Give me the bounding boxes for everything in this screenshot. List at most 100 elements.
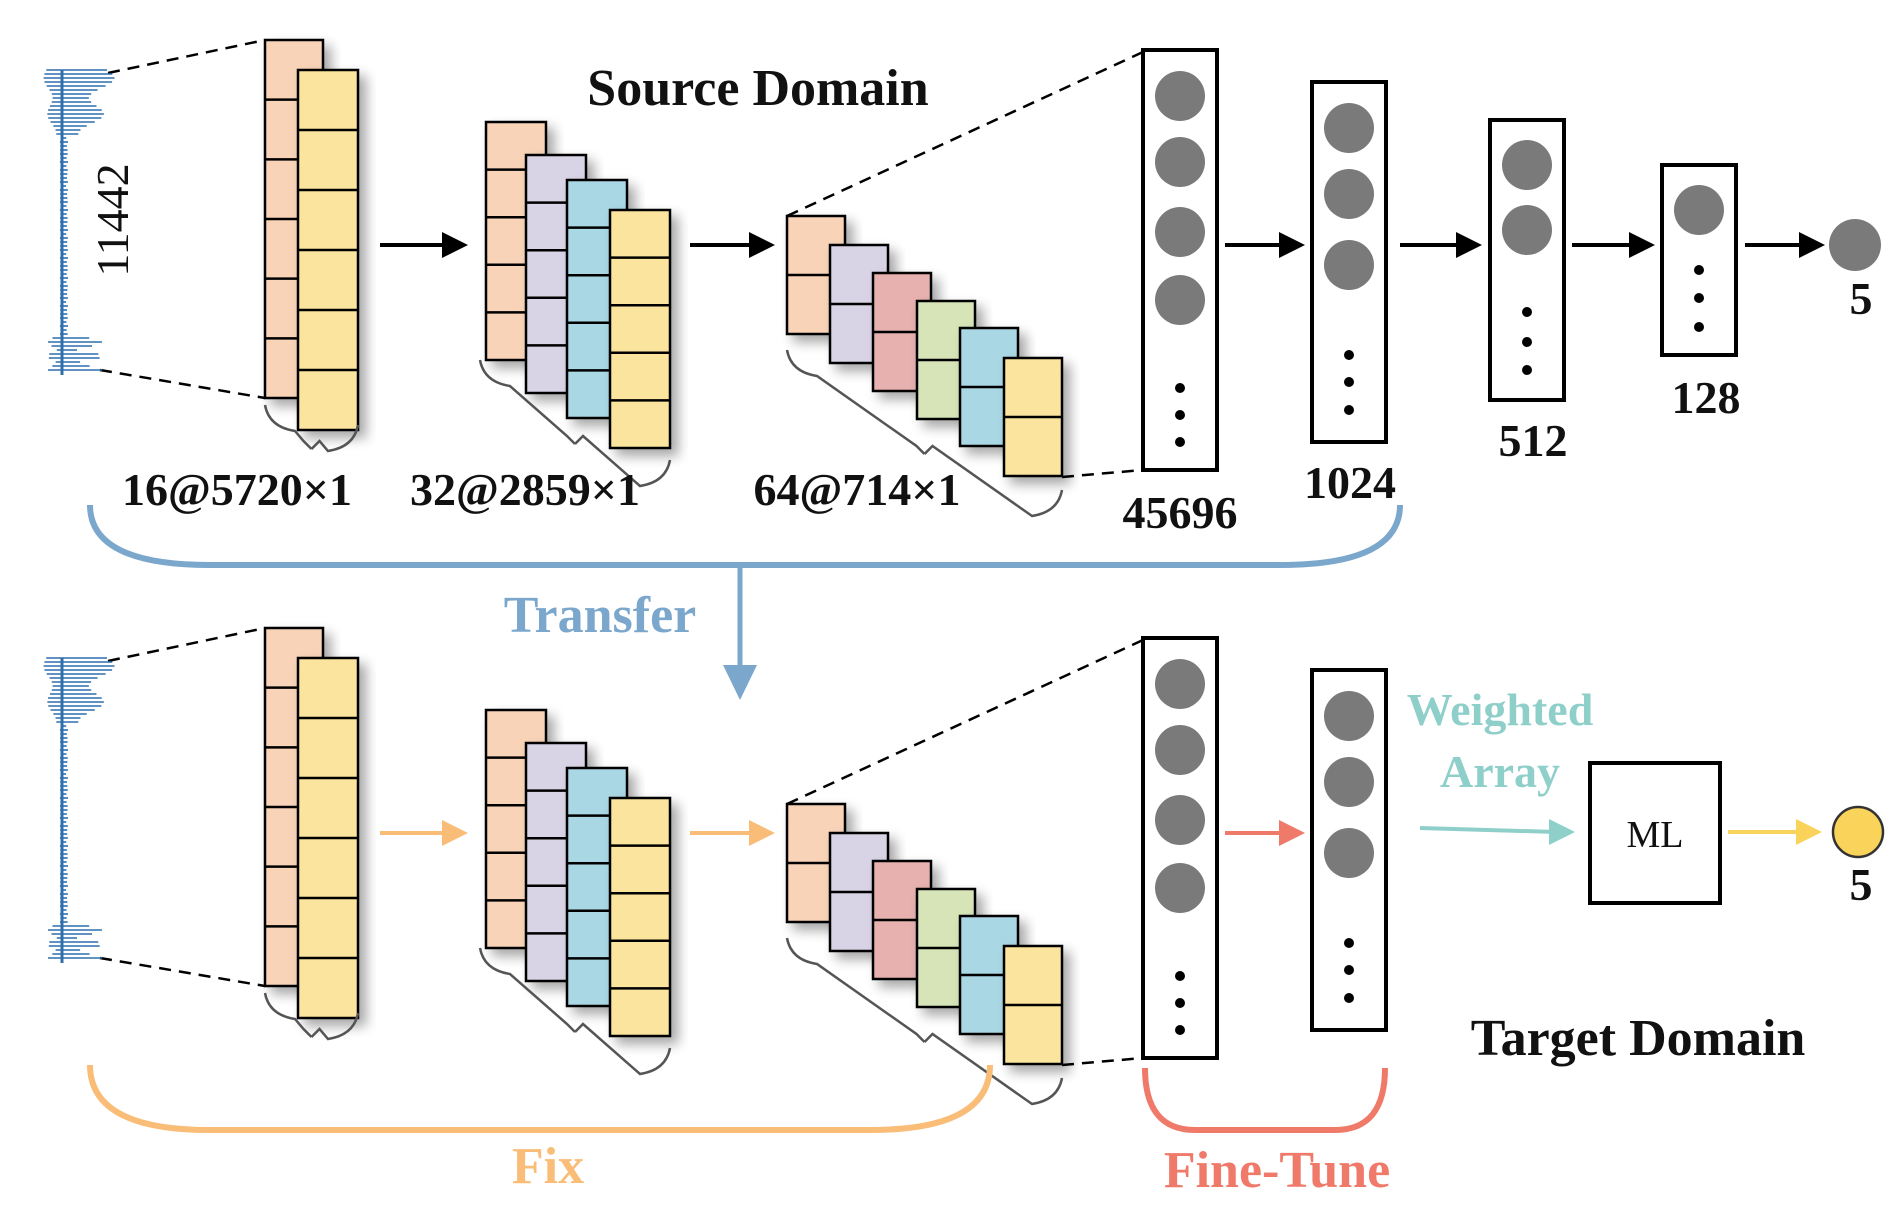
flow-arrow-head: [1549, 819, 1575, 845]
dense-layer: [1488, 118, 1566, 402]
input-signal: [43, 69, 115, 375]
output-node: [1829, 219, 1881, 271]
conv3-label: 64@714×1: [754, 464, 961, 515]
ellipsis-dot: [1522, 307, 1532, 317]
flow-arrow-head: [1799, 232, 1825, 258]
ellipsis-dot: [1522, 365, 1532, 375]
ellipsis-dot: [1344, 938, 1354, 948]
neuron-node: [1324, 757, 1374, 807]
transfer-arrow-head: [723, 665, 757, 700]
input-signals: [43, 69, 115, 963]
ml-box: [1588, 761, 1722, 905]
feature-map-strip: [608, 208, 672, 450]
neuron-node: [1324, 828, 1374, 878]
dashed-projection-line: [1061, 468, 1144, 479]
dashed-projection-line: [99, 368, 266, 400]
neuron-node: [1324, 169, 1374, 219]
ellipsis-dot: [1175, 410, 1185, 420]
neuron-node: [1324, 691, 1374, 741]
neuron-node: [1155, 71, 1205, 121]
dashed-projection-line: [107, 626, 266, 663]
ellipsis-dot: [1175, 1025, 1185, 1035]
ellipsis-dot: [1344, 377, 1354, 387]
feature-maps: [263, 38, 1064, 1066]
neuron-node: [1155, 137, 1205, 187]
flow-arrow-head: [442, 232, 468, 258]
ellipsis-dot: [1694, 322, 1704, 332]
neuron-node: [1674, 185, 1724, 235]
ml-label: ML: [1627, 814, 1684, 856]
flow-arrow-head: [749, 820, 775, 846]
array-label: Array: [1440, 746, 1560, 797]
flow-arrow-head: [1796, 819, 1822, 845]
brace: [263, 992, 360, 1041]
ellipsis-dot: [1694, 293, 1704, 303]
transfer-bracket: [87, 504, 1403, 568]
dense-layer: [1141, 636, 1219, 1060]
brace: [478, 359, 672, 488]
flow-arrow-head: [749, 232, 775, 258]
neuron-node: [1155, 659, 1205, 709]
flatten-label: 45696: [1123, 487, 1238, 538]
neuron-node: [1324, 103, 1374, 153]
flow-arrow-head: [1456, 232, 1482, 258]
fc2-label: 512: [1499, 415, 1568, 466]
neuron-node: [1155, 275, 1205, 325]
neuron-node: [1155, 207, 1205, 257]
brace: [785, 349, 1064, 518]
dashed-projection-line: [786, 638, 1144, 806]
dashed-projection-line: [786, 50, 1144, 218]
feature-map: [296, 656, 360, 1020]
flow-arrow-head: [442, 820, 468, 846]
dense-layer: [1660, 163, 1738, 357]
neuron-node: [1324, 240, 1374, 290]
neuron-node: [1155, 795, 1205, 845]
bracket-annotations: [87, 504, 1403, 1133]
feature-map: [296, 68, 360, 432]
target-output-label: 5: [1850, 859, 1873, 910]
fix-bracket: [87, 1064, 993, 1133]
ellipsis-dot: [1175, 383, 1185, 393]
flow-arrow-shaft: [1419, 826, 1558, 834]
fix-label: Fix: [512, 1138, 584, 1195]
neuron-node: [1502, 140, 1552, 190]
conv2-label: 32@2859×1: [410, 464, 640, 515]
flow-arrow-head: [1279, 820, 1305, 846]
feature-map: [1002, 944, 1064, 1066]
ellipsis-dot: [1694, 265, 1704, 275]
ellipsis-dot: [1344, 405, 1354, 415]
dense-layer: [1310, 668, 1388, 1032]
ellipsis-dot: [1175, 437, 1185, 447]
brace: [478, 947, 672, 1076]
brace: [263, 404, 360, 453]
target-output-node: [1831, 805, 1885, 859]
neuron-node: [1502, 205, 1552, 255]
dense-layer-box: [1141, 636, 1219, 1060]
ellipsis-dot: [1344, 350, 1354, 360]
source-output-label: 5: [1850, 273, 1873, 324]
neuron-node: [1155, 863, 1205, 913]
feature-map: [608, 796, 672, 1038]
input-length-label: 11442: [87, 163, 138, 276]
dense-layers: [1141, 48, 1885, 1060]
dashed-projection-line: [107, 38, 266, 75]
feature-map-braces: [263, 349, 1064, 1106]
dense-layer: [1310, 80, 1388, 444]
ellipsis-dot: [1344, 965, 1354, 975]
flow-arrow-head: [1629, 232, 1655, 258]
ellipsis-dot: [1344, 993, 1354, 1003]
brace: [785, 937, 1064, 1106]
dashed-projection-line: [99, 956, 266, 988]
neuron-node: [1155, 725, 1205, 775]
ellipsis-dot: [1175, 971, 1185, 981]
fine-tune-label: Fine-Tune: [1164, 1142, 1390, 1199]
transfer-label: Transfer: [504, 587, 697, 644]
target-domain-title: Target Domain: [1471, 1010, 1806, 1067]
fc3-label: 128: [1672, 372, 1741, 423]
flow-arrows: [380, 232, 1825, 846]
feature-map-strip: [608, 796, 672, 1038]
fine-tune-bracket: [1142, 1067, 1388, 1133]
projection-lines: [99, 38, 1144, 1067]
source-domain-title: Source Domain: [587, 60, 928, 117]
